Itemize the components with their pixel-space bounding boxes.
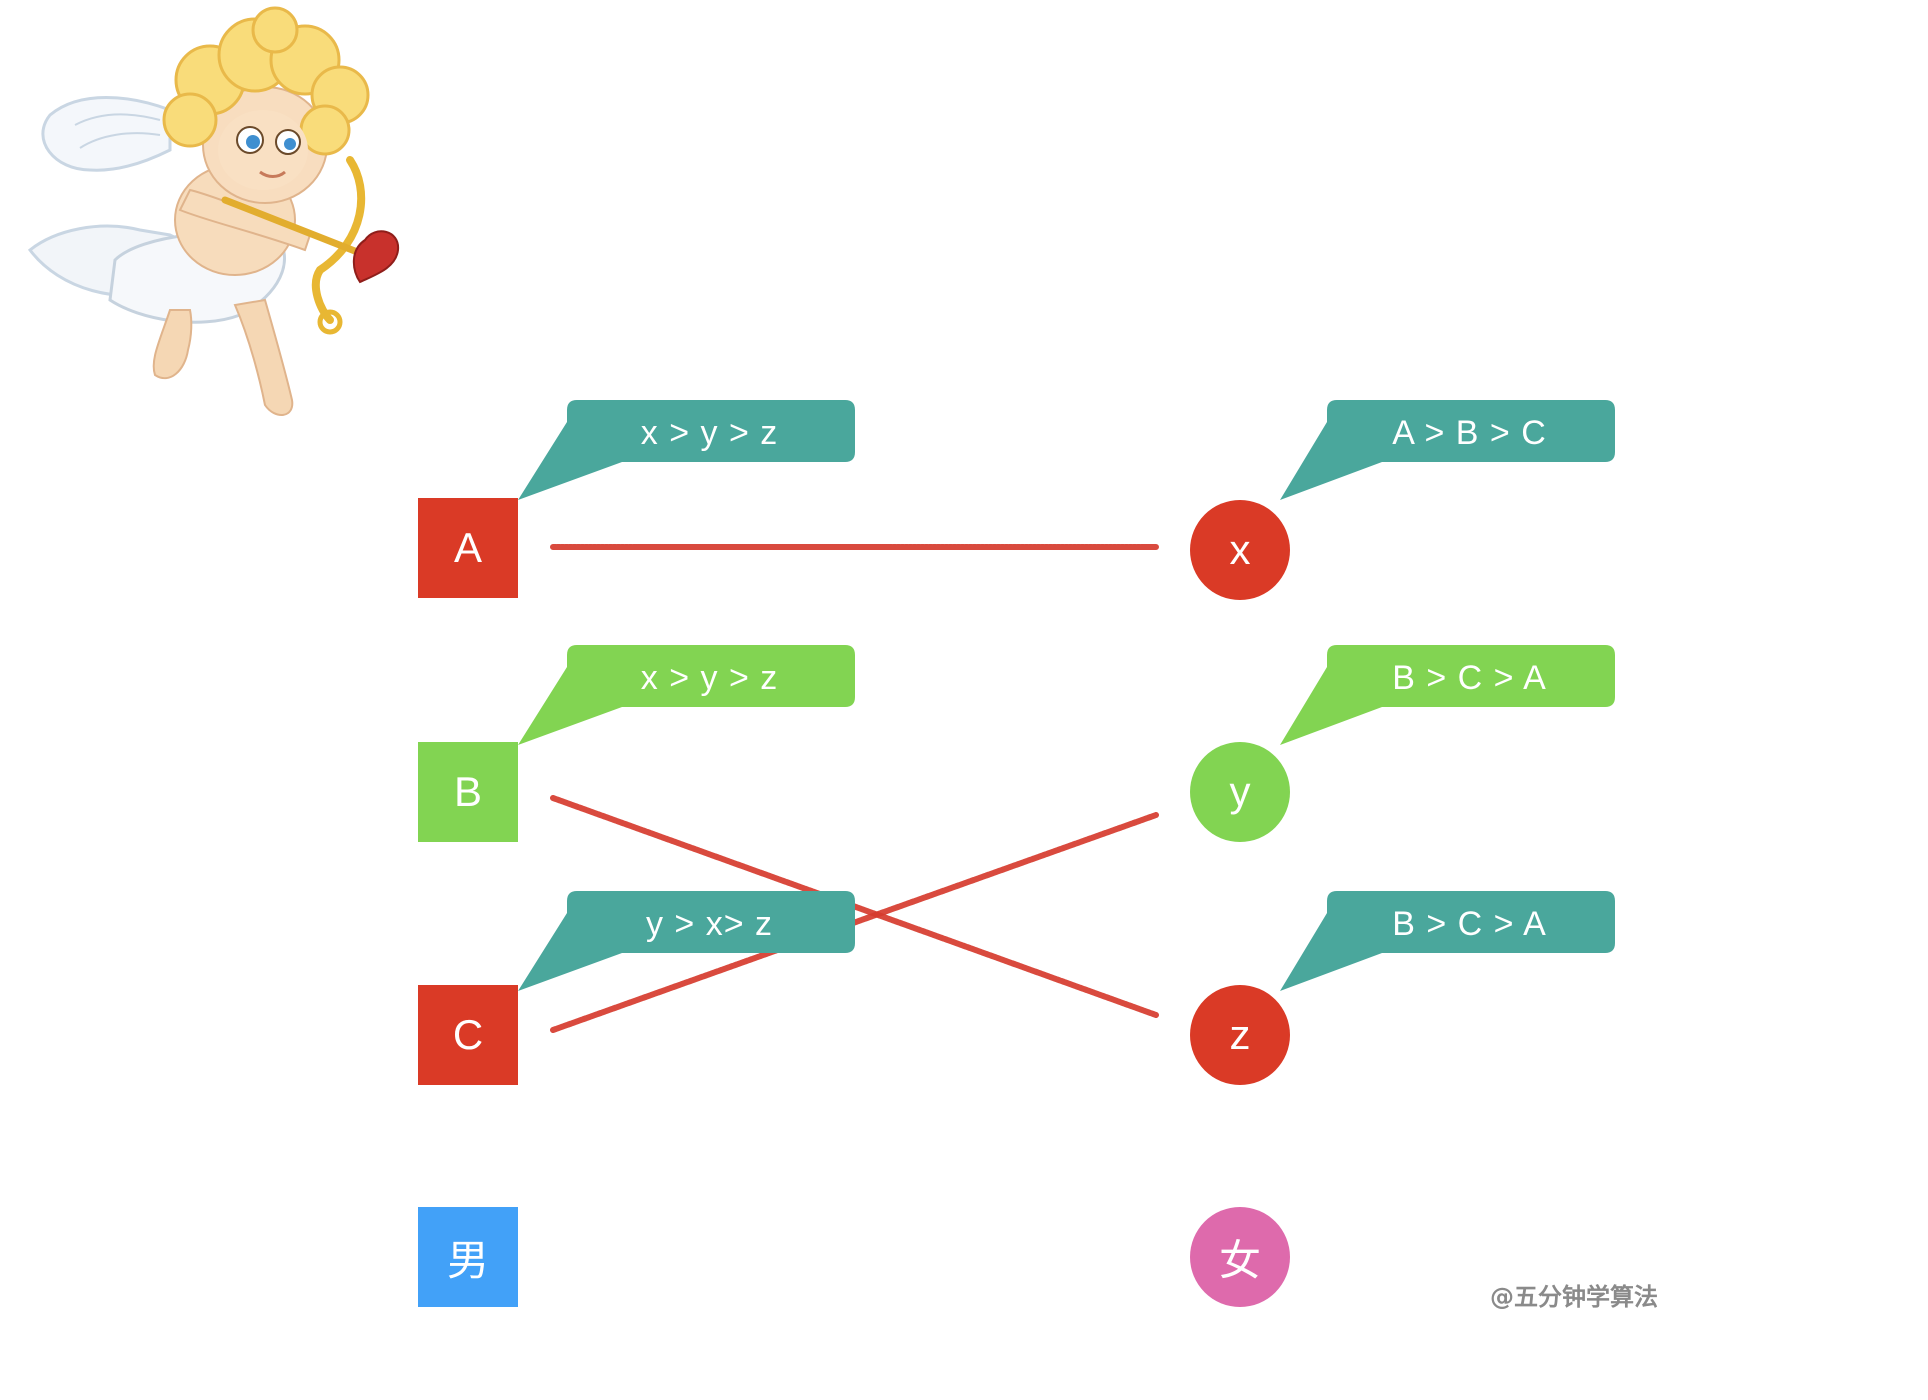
cupid-icon: [27, 6, 400, 416]
preference-label-b: x > y > z: [640, 658, 779, 697]
woman-node-x: x: [1190, 500, 1290, 600]
preference-label-y: B > C > A: [1392, 658, 1547, 697]
bubble-shape-z: [1280, 891, 1615, 991]
preference-label-c: y > x> z: [645, 904, 774, 943]
man-node-a: A: [418, 498, 518, 598]
woman-node-y: y: [1190, 742, 1290, 842]
preference-label-x: A > B > C: [1392, 413, 1547, 452]
bubble-shape-b: [518, 645, 855, 745]
legend-male: 男: [418, 1207, 518, 1307]
credit-watermark: @五分钟学算法: [1490, 1283, 1658, 1311]
preference-label-a: x > y > z: [640, 413, 779, 452]
bubble-shape-a: [518, 400, 855, 500]
preference-label-z: B > C > A: [1392, 904, 1547, 943]
man-node-c: C: [418, 985, 518, 1085]
bubble-shape-x: [1280, 400, 1615, 500]
legend-female: 女: [1190, 1207, 1290, 1307]
bubble-shape-c: [518, 891, 855, 991]
woman-node-z: z: [1190, 985, 1290, 1085]
bubble-shape-y: [1280, 645, 1615, 745]
man-node-b: B: [418, 742, 518, 842]
